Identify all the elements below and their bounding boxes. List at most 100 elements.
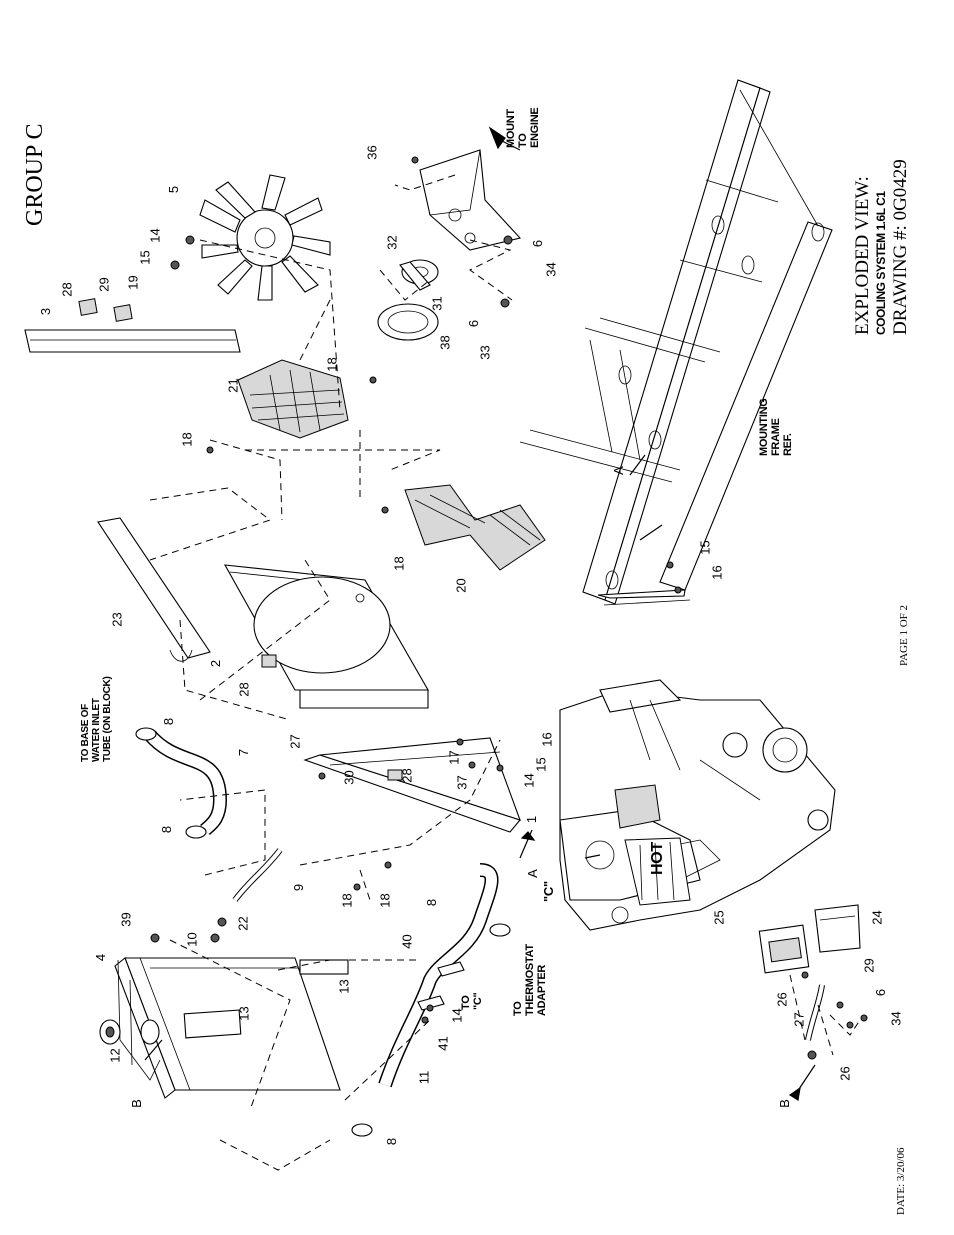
note-water-inlet: TO BASE OF WATER INLET TUBE (ON BLOCK)	[80, 677, 113, 763]
letter-b-tank: B	[776, 1099, 792, 1108]
radiator-support	[303, 737, 521, 833]
callout-33: 33	[477, 345, 493, 360]
fan-guard-20	[404, 484, 546, 571]
hot-label: HOT	[649, 842, 666, 875]
callout-14-a: 14	[147, 228, 163, 243]
callout-32: 32	[384, 235, 400, 250]
callout-19: 19	[125, 275, 141, 290]
callout-40: 40	[399, 934, 415, 949]
callout-25: 25	[711, 910, 727, 925]
callout-4: 4	[93, 953, 109, 962]
callout-6-a: 6	[530, 239, 546, 248]
note-line: THERMOSTAT	[524, 944, 536, 1016]
note-line: TUBE (ON BLOCK)	[102, 676, 113, 763]
callout-1: 1	[524, 815, 540, 824]
note-line: "C"	[472, 992, 484, 1010]
note-line: ADAPTER	[536, 964, 548, 1016]
callout-22: 22	[235, 916, 251, 931]
coolant-tank	[758, 904, 861, 974]
callout-18-a: 18	[324, 357, 340, 372]
letter-a-support: A	[524, 869, 540, 878]
callout-34-b: 34	[888, 1011, 904, 1026]
note-line: TO	[512, 1001, 524, 1016]
callout-5: 5	[166, 185, 182, 194]
callout-21: 21	[225, 378, 241, 393]
callout-2: 2	[208, 659, 224, 668]
callout-37: 37	[454, 775, 470, 790]
shroud-channel	[24, 298, 241, 353]
callout-28-c: 28	[399, 768, 415, 783]
view-title: EXPLODED VIEW:	[852, 176, 873, 335]
callout-18-e: 18	[377, 893, 393, 908]
radiator	[99, 957, 349, 1099]
callout-14-b: 14	[521, 773, 537, 788]
callout-11: 11	[416, 1070, 432, 1085]
callout-34-a: 34	[543, 262, 559, 277]
callout-28-b: 28	[236, 682, 252, 697]
note-line: WATER INLET	[91, 698, 102, 762]
letter-a-frame: A	[610, 466, 626, 475]
fan-shroud	[223, 564, 429, 709]
note-line: REF.	[782, 433, 794, 456]
callout-29-a: 29	[96, 277, 112, 292]
note-line: MOUNT	[505, 109, 517, 148]
note-thermostat: TO THERMOSTAT ADAPTER	[512, 944, 548, 1016]
hoses	[135, 727, 825, 1137]
callout-29-b: 29	[861, 958, 877, 973]
callout-8-b: 8	[159, 825, 175, 834]
assembly-lines	[149, 174, 861, 1171]
callout-18-c: 18	[391, 556, 407, 571]
note-mounting-frame: MOUNTING FRAME REF.	[758, 399, 794, 456]
callout-36: 36	[364, 145, 380, 160]
callout-17: 17	[446, 750, 462, 765]
callout-23: 23	[109, 612, 125, 627]
callout-8-d: 8	[384, 1137, 400, 1146]
callout-20: 20	[453, 578, 469, 593]
callout-15-b: 15	[533, 757, 549, 772]
leader-lines	[144, 126, 816, 1101]
callout-15-a: 15	[137, 250, 153, 265]
callout-30: 30	[341, 770, 357, 785]
note-line: ENGINE	[529, 107, 541, 148]
callout-14-c: 14	[449, 1008, 465, 1023]
note-line: FRAME	[770, 418, 782, 456]
callout-13-b: 13	[336, 979, 352, 994]
callout-24: 24	[869, 910, 885, 925]
callout-13-a: 13	[236, 1006, 252, 1021]
letter-b-radiator: B	[128, 1099, 144, 1108]
date-label: DATE: 3/20/06	[895, 1147, 907, 1215]
callout-27-b: 27	[791, 1012, 807, 1027]
callout-16-b: 16	[709, 565, 725, 580]
callout-8-c: 8	[424, 898, 440, 907]
engine-assembly	[559, 679, 836, 931]
fan-blade	[199, 174, 331, 301]
callout-18-b: 18	[179, 432, 195, 447]
callout-6-c: 6	[873, 988, 889, 997]
engine-c-label: "C"	[541, 881, 556, 902]
callout-27-a: 27	[287, 734, 303, 749]
note-line: MOUNTING	[758, 398, 770, 456]
callout-16-a: 16	[539, 732, 555, 747]
callout-3: 3	[38, 307, 54, 316]
drawing-number: DRAWING #: 0G0429	[890, 159, 911, 335]
mount-bracket	[377, 149, 522, 341]
callout-41: 41	[435, 1036, 451, 1051]
callout-31: 31	[429, 296, 445, 311]
note-line: TO	[517, 133, 529, 148]
callout-15-c: 15	[697, 540, 713, 555]
group-title: GROUP C	[22, 123, 48, 226]
callout-39: 39	[118, 912, 134, 927]
callout-26-b: 26	[837, 1066, 853, 1081]
callout-26-a: 26	[774, 992, 790, 1007]
top-guard	[97, 517, 211, 662]
callout-12: 12	[107, 1048, 123, 1063]
callout-9: 9	[291, 883, 307, 892]
note-mount-engine: MOUNT TO ENGINE	[505, 108, 541, 148]
system-name: COOLING SYSTEM 1.6L C1	[874, 191, 888, 335]
callout-10: 10	[184, 932, 200, 947]
mounting-frame	[519, 79, 833, 606]
hardware	[150, 156, 868, 1060]
fan-guard-21	[237, 359, 349, 439]
note-line: TO BASE OF	[80, 704, 91, 762]
